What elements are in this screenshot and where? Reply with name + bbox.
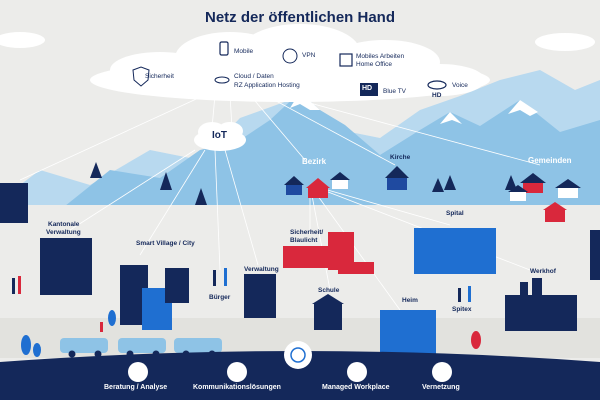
voice-label: Voice — [452, 82, 468, 89]
tree-red — [471, 331, 481, 349]
building-kantonale — [40, 238, 92, 295]
building-verwaltung — [244, 274, 276, 318]
database-icon — [214, 76, 230, 84]
managed-workplace-label[interactable]: Managed Workplace — [322, 384, 390, 391]
bezirk-label: Bezirk — [302, 157, 327, 166]
mobile-icon — [219, 41, 229, 56]
kirche-label: Kirche — [390, 154, 411, 161]
page-title: Netz der öffentlichen Hand — [204, 9, 395, 26]
iot-label: IoT — [212, 130, 227, 141]
small-cloud — [535, 33, 595, 51]
spitex-label: Spitex — [452, 306, 472, 313]
gemeinden-label: Gemeinden — [528, 156, 572, 165]
spital-label: Spital — [446, 210, 464, 217]
building-schule — [314, 304, 342, 330]
house — [520, 173, 546, 193]
verwaltung-kanton-label: Verwaltung — [46, 229, 81, 236]
globe-icon[interactable] — [284, 341, 312, 369]
vpn-label: VPN — [302, 52, 316, 59]
rz-hosting-label: RZ Application Hosting — [234, 82, 300, 89]
sicherheit-building-label: Sicherheit/ — [290, 229, 324, 236]
house — [543, 202, 567, 222]
house — [555, 179, 581, 198]
house — [330, 172, 350, 189]
globe-inner — [290, 347, 306, 363]
vernetzung-label[interactable]: Vernetzung — [422, 384, 460, 391]
house — [284, 176, 304, 195]
kommunikationsloesungen-label[interactable]: Kommunikationslösungen — [193, 384, 281, 391]
tv-icon — [360, 83, 378, 96]
small-cloud — [0, 32, 45, 48]
shield-icon — [132, 66, 150, 87]
trees-blue — [21, 310, 116, 357]
kantonale-label: Kantonale — [48, 221, 80, 228]
communication-icon — [227, 362, 247, 382]
cloud-daten-label: Cloud / Daten — [234, 73, 274, 80]
schule-label: Schule — [318, 287, 340, 294]
building-fire-station — [283, 246, 328, 268]
network-icon — [432, 362, 452, 382]
voice-hd-label: HD — [432, 92, 442, 99]
iot-cloud — [194, 122, 246, 151]
beratung-analyse-label[interactable]: Beratung / Analyse — [104, 384, 168, 391]
building-werkhof — [505, 295, 577, 331]
mobiles-arbeiten-label: Mobiles Arbeiten — [356, 53, 405, 60]
trees — [90, 162, 517, 205]
house — [508, 185, 528, 201]
analysis-icon — [128, 362, 148, 382]
workplace-icon — [347, 362, 367, 382]
building-left-edge — [0, 183, 28, 223]
network-cloud — [90, 24, 490, 102]
church — [385, 166, 409, 190]
sicherheit-label: Sicherheit — [145, 73, 174, 80]
connection-lines — [19, 94, 541, 311]
werkhof-label: Werkhof — [530, 268, 556, 275]
car — [60, 338, 108, 358]
house — [306, 178, 330, 198]
mountains-front — [60, 92, 600, 215]
fire-truck — [338, 262, 374, 274]
heim-label: Heim — [402, 297, 418, 304]
hd-badge: HD — [362, 85, 373, 92]
blaulicht-label: Blaulicht — [290, 237, 318, 244]
building-heim — [380, 310, 436, 356]
mobile-label: Mobile — [234, 48, 254, 55]
blue-tv-label: Blue TV — [383, 88, 407, 95]
building-smart-3 — [165, 268, 189, 303]
building-werkhof-chimney — [520, 282, 528, 298]
vpn-globe-icon — [282, 48, 298, 64]
buerger-label: Bürger — [209, 294, 231, 301]
snow-cap — [508, 100, 538, 116]
building-werkhof-chimney — [532, 278, 542, 298]
lips-icon — [427, 80, 447, 90]
people — [12, 268, 471, 332]
home-office-label-2: Home Office — [356, 61, 393, 68]
home-office-icon — [339, 53, 353, 67]
smart-village-label: Smart Village / City — [136, 240, 195, 247]
snow-cap — [440, 112, 462, 124]
verwaltung-label: Verwaltung — [244, 266, 279, 273]
building-schule-roof — [312, 294, 344, 304]
building-spital — [414, 228, 496, 274]
building-right-edge — [590, 230, 600, 280]
services-band — [0, 351, 600, 400]
